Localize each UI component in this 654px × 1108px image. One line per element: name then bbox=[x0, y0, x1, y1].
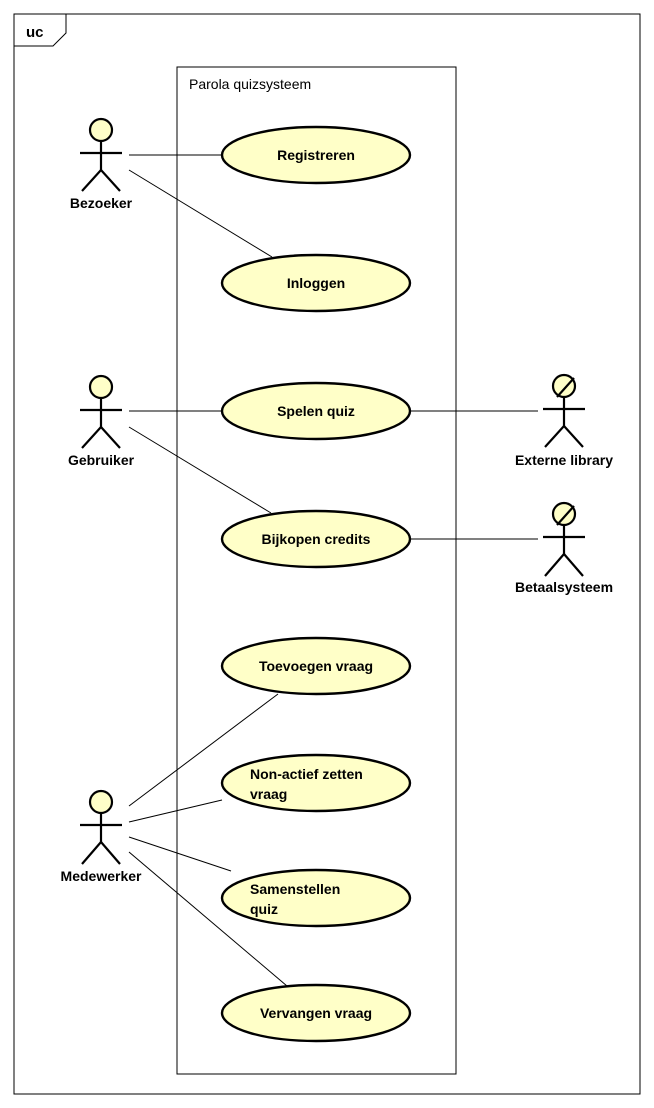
use-case-label: Toevoegen vraag bbox=[259, 658, 373, 674]
frame-tag-label: uc bbox=[26, 24, 44, 41]
system-actor-icon bbox=[543, 373, 585, 448]
actor-gebruiker: Gebruiker bbox=[68, 374, 135, 468]
use-case-samenstellen-quiz: Samenstellen quiz bbox=[220, 868, 412, 928]
use-case-spelen-quiz: Spelen quiz bbox=[220, 381, 412, 441]
stick-figure-icon bbox=[80, 117, 122, 192]
use-case-label-line2: vraag bbox=[250, 786, 287, 802]
use-case-registreren: Registreren bbox=[220, 125, 412, 185]
assoc-medewerker-samenstellen-quiz bbox=[128, 836, 232, 872]
use-case-bijkopen-credits: Bijkopen credits bbox=[220, 509, 412, 569]
use-case-ellipse bbox=[220, 253, 412, 313]
use-case-ellipse bbox=[220, 983, 412, 1043]
associations bbox=[128, 154, 538, 987]
actor-bezoeker: Bezoeker bbox=[70, 117, 133, 211]
assoc-medewerker-toevoegen-vraag bbox=[128, 693, 279, 807]
assoc-medewerker-non-actief bbox=[128, 799, 223, 823]
use-case-inloggen: Inloggen bbox=[220, 253, 412, 313]
actor-label: Externe library bbox=[515, 452, 613, 468]
assoc-medewerker-vervangen-vraag bbox=[128, 851, 288, 987]
use-case-label: Registreren bbox=[277, 147, 355, 163]
stick-figure-icon bbox=[80, 789, 122, 865]
actor-label: Bezoeker bbox=[70, 195, 133, 211]
actor-label: Betaalsysteem bbox=[515, 579, 613, 595]
use-case-ellipse bbox=[220, 125, 412, 185]
use-case-ellipse bbox=[220, 509, 412, 569]
frame-tag-box bbox=[14, 14, 67, 47]
actor-betaalsysteem: Betaalsysteem bbox=[515, 501, 613, 595]
use-case-label: Spelen quiz bbox=[277, 403, 355, 419]
use-case-label: Inloggen bbox=[287, 275, 345, 291]
use-case-ellipse bbox=[220, 753, 412, 813]
use-case-label-line2: quiz bbox=[250, 901, 278, 917]
use-case-ellipse bbox=[220, 868, 412, 928]
use-case-label: Bijkopen credits bbox=[262, 531, 371, 547]
actor-label: Gebruiker bbox=[68, 452, 135, 468]
assoc-gebruiker-bijkopen-credits bbox=[128, 426, 272, 514]
use-case-label: Vervangen vraag bbox=[260, 1005, 372, 1021]
use-case-non-actief-zetten-vraag: Non-actief zetten vraag bbox=[220, 753, 412, 813]
actor-label: Medewerker bbox=[61, 868, 142, 884]
diagram-frame bbox=[13, 13, 641, 1095]
use-case-label-line1: Non-actief zetten bbox=[250, 766, 363, 782]
use-case-vervangen-vraag: Vervangen vraag bbox=[220, 983, 412, 1043]
stick-figure-icon bbox=[80, 374, 122, 449]
use-case-ellipse bbox=[220, 381, 412, 441]
use-case-toevoegen-vraag: Toevoegen vraag bbox=[220, 636, 412, 696]
system-boundary bbox=[176, 66, 457, 1075]
use-case-ellipse bbox=[220, 636, 412, 696]
system-name: Parola quizsysteem bbox=[189, 76, 311, 92]
actor-externe-library: Externe library bbox=[515, 373, 613, 468]
assoc-bezoeker-inloggen bbox=[128, 169, 273, 258]
use-case-label-line1: Samenstellen bbox=[250, 881, 340, 897]
actor-medewerker: Medewerker bbox=[61, 789, 142, 884]
system-actor-icon bbox=[543, 501, 585, 577]
